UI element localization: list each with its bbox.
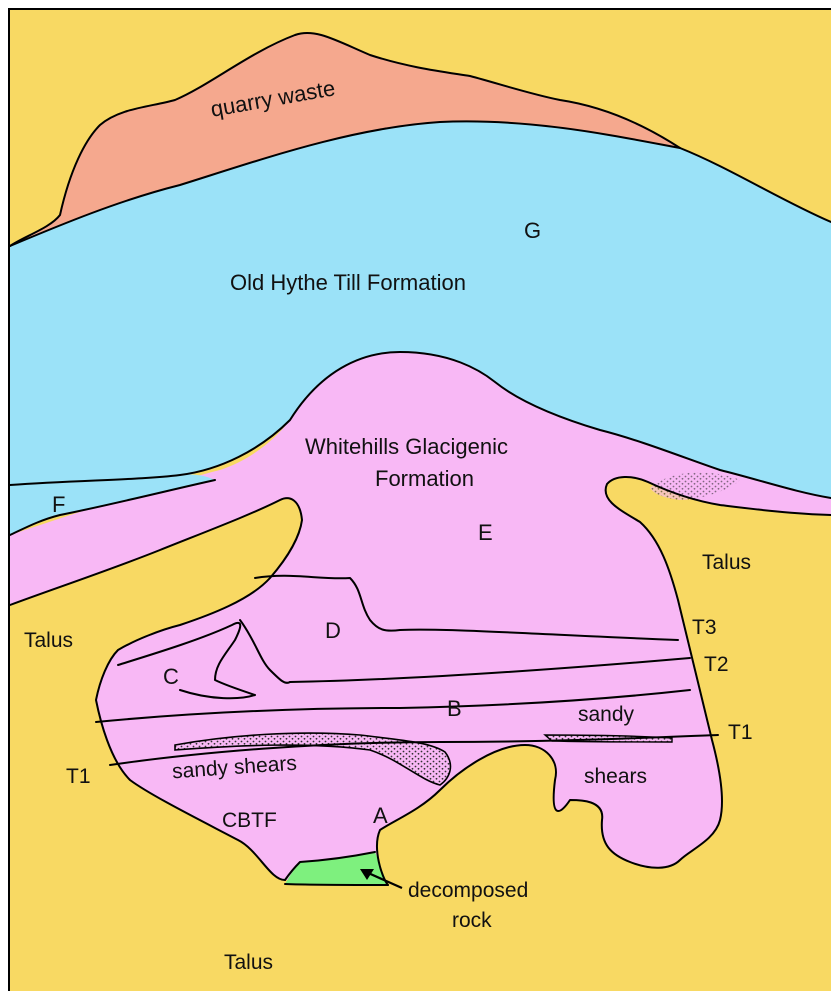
figure-frame [8, 8, 831, 991]
